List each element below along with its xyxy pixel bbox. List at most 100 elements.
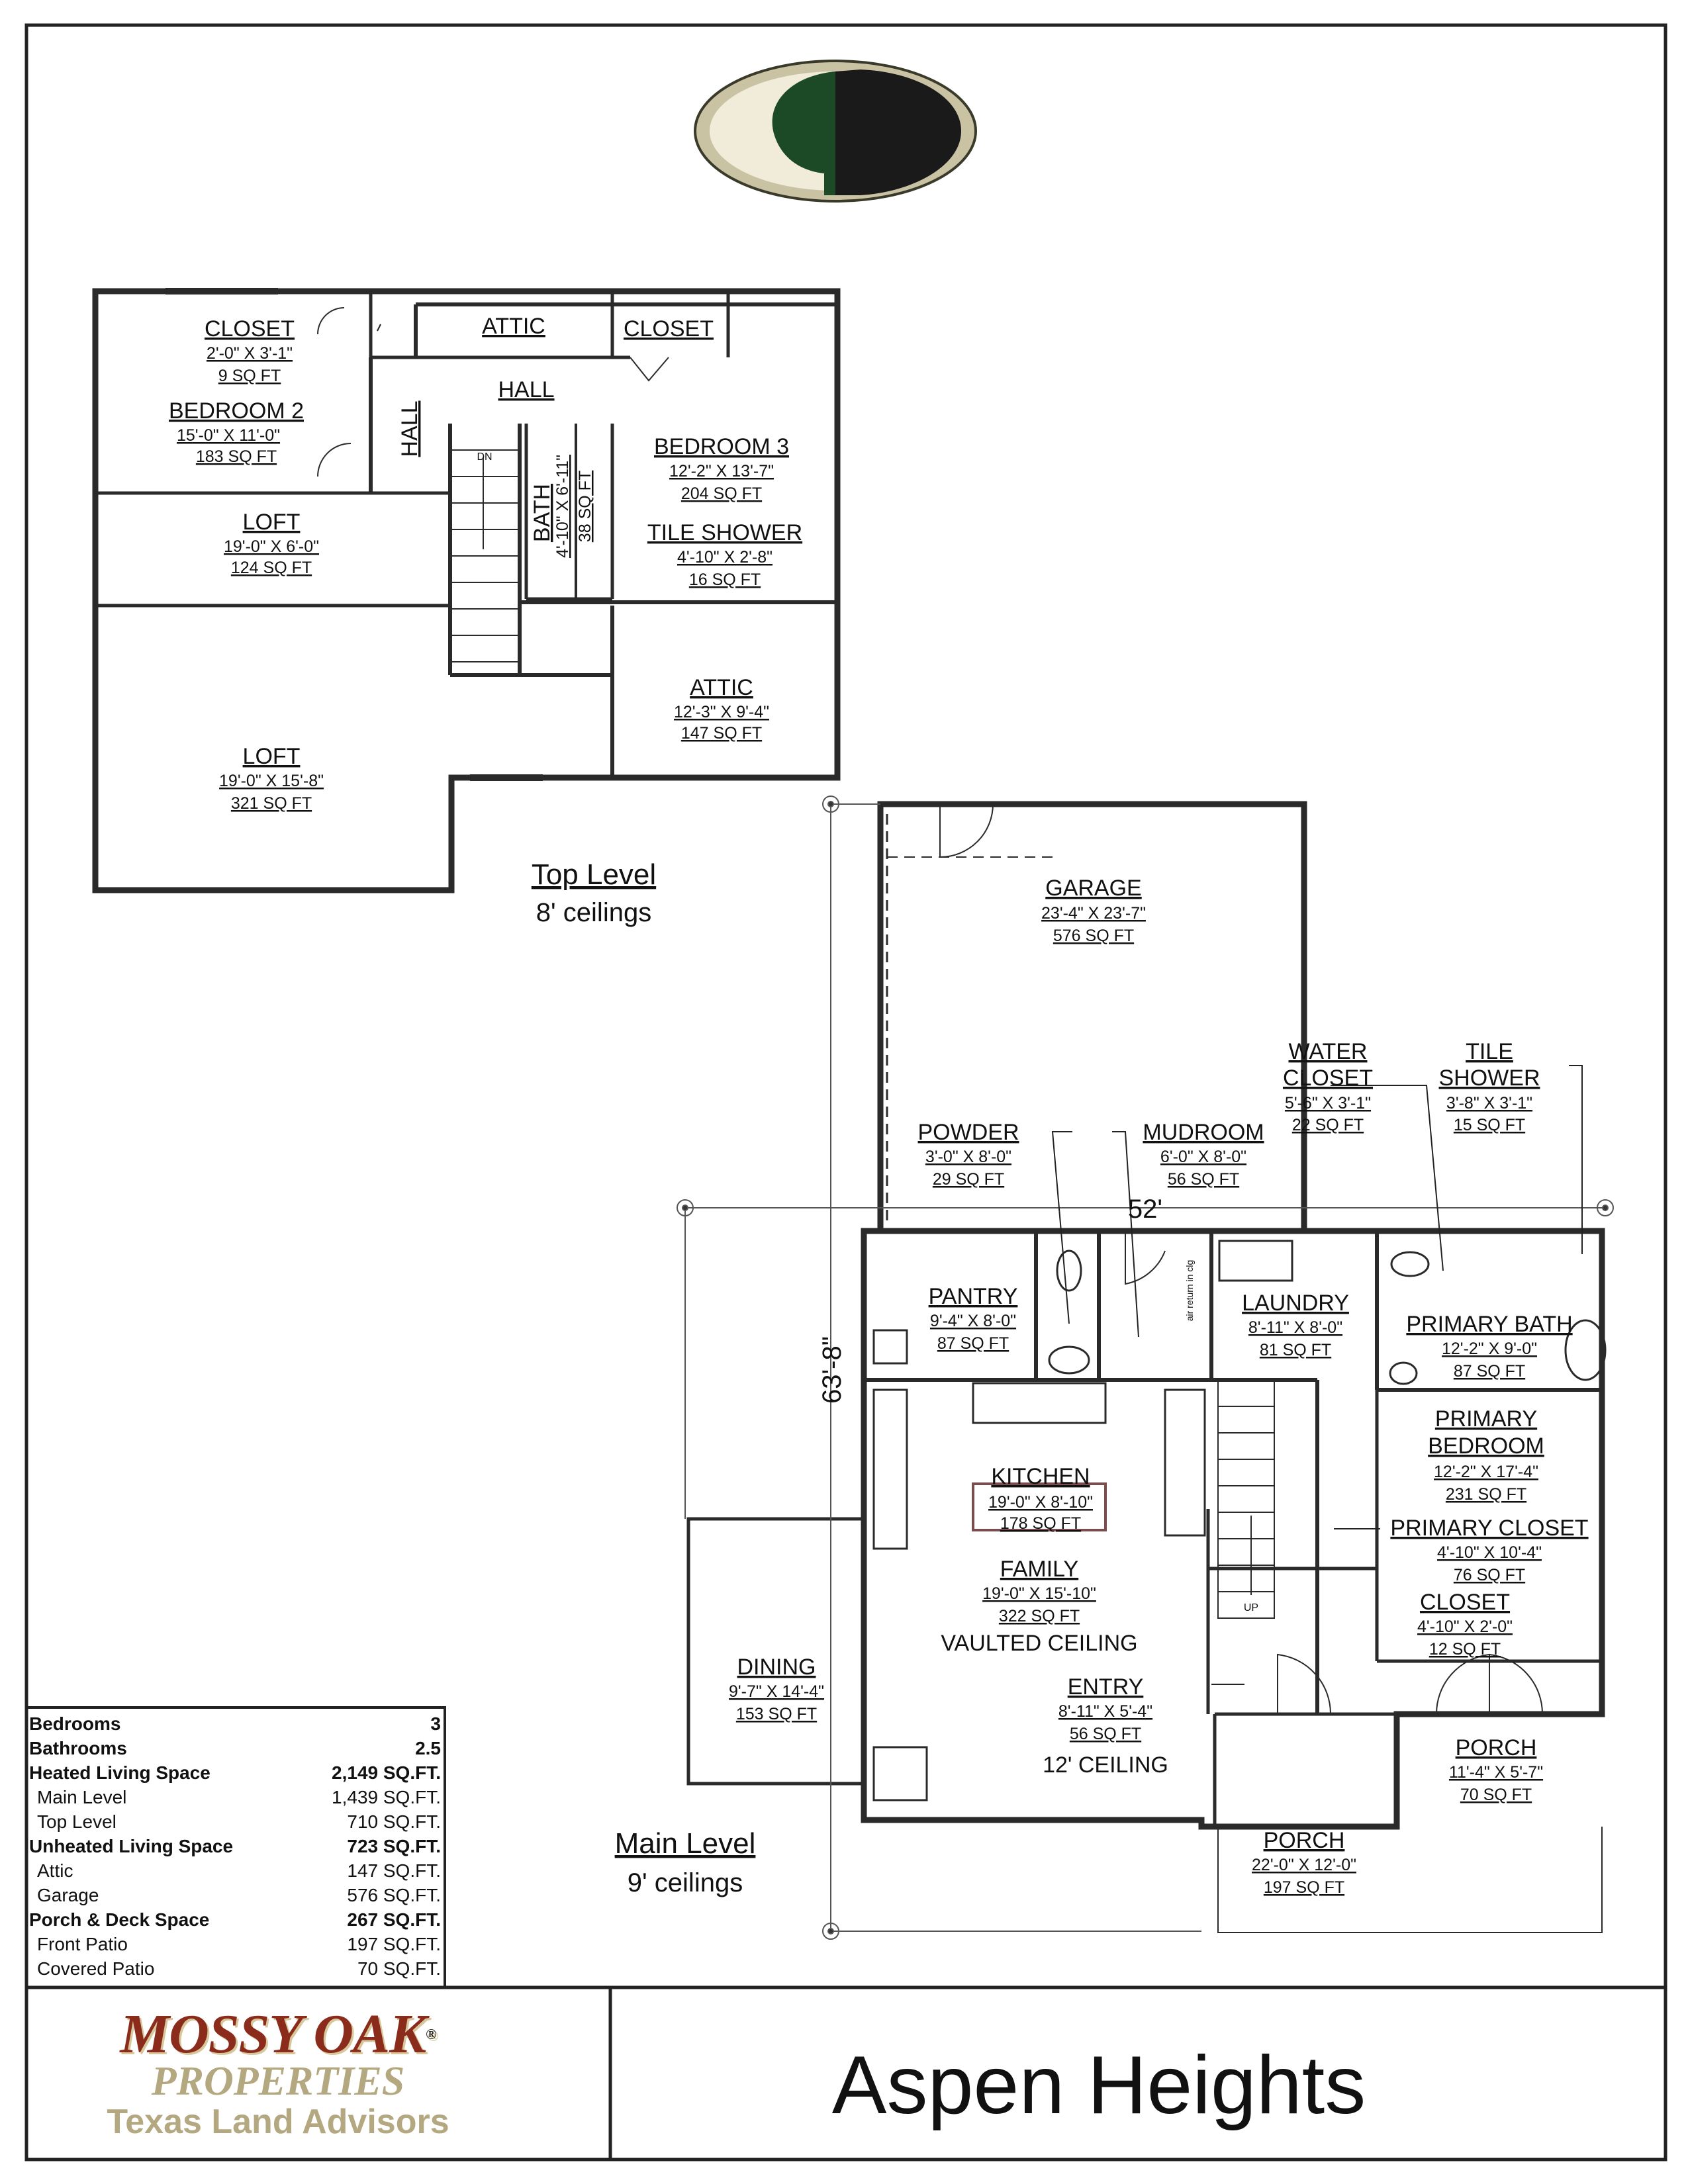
stats-label: Heated Living Space <box>29 1762 211 1783</box>
powder-area: 29 SQ FT <box>933 1170 1004 1189</box>
top-tile-shower-name: TILE SHOWER <box>647 520 802 545</box>
porch-large-dim: 22'-0" X 12'-0" <box>1252 1856 1356 1874</box>
brand-line-2: PROPERTIES <box>151 2059 405 2104</box>
stats-row: Bathrooms 2.5 <box>29 1736 441 1760</box>
stats-value: 723 SQ.FT. <box>347 1836 441 1856</box>
dining-name: DINING <box>737 1655 816 1680</box>
stats-value: 147 SQ.FT. <box>347 1860 441 1881</box>
top-tile-shower-dim: 4'-10" X 2'-8" <box>677 548 773 567</box>
plan-title: Aspen Heights <box>831 2040 1366 2131</box>
powder-name: POWDER <box>918 1120 1019 1145</box>
primary-bedroom-dim: 12'-2" X 17'-4" <box>1434 1463 1538 1481</box>
water-closet-name-2: CLOSET <box>1283 1066 1373 1091</box>
air-return-note: air return in clg <box>1184 1260 1195 1322</box>
main-tile-shower-area: 15 SQ FT <box>1454 1116 1525 1134</box>
porch-small-name: PORCH <box>1456 1735 1537 1760</box>
stats-label: Porch & Deck Space <box>29 1909 210 1930</box>
top-hall-label: HALL <box>498 377 554 402</box>
closet-dim: 4'-10" X 2'-0" <box>1417 1617 1513 1636</box>
stats-row: Top Level 710 SQ.FT. <box>29 1809 441 1834</box>
stats-label: Bedrooms <box>29 1713 121 1734</box>
depth-dimension: 63'-8" <box>818 1336 847 1404</box>
stats-value: 2.5 <box>415 1738 441 1758</box>
water-closet-area: 22 SQ FT <box>1292 1116 1364 1134</box>
primary-closet-dim: 4'-10" X 10'-4" <box>1437 1543 1542 1562</box>
stats-label: Attic <box>37 1860 73 1881</box>
top-closet-area: 9 SQ FT <box>218 367 281 385</box>
stats-value: 2,149 SQ.FT. <box>332 1762 441 1783</box>
porch-large-area: 197 SQ FT <box>1264 1878 1344 1897</box>
pantry-area: 87 SQ FT <box>937 1334 1009 1353</box>
registered-mark: ® <box>426 2026 436 2042</box>
closet-name: CLOSET <box>1420 1590 1510 1615</box>
top-bath-name: BATH <box>530 484 555 542</box>
closet-area: 12 SQ FT <box>1429 1640 1501 1659</box>
primary-bath-area: 87 SQ FT <box>1454 1362 1525 1381</box>
leader-arrows <box>377 324 1583 1685</box>
pantry-name: PANTRY <box>929 1284 1018 1309</box>
porch-large-name: PORCH <box>1264 1828 1345 1853</box>
bedroom-3-dim: 12'-2" X 13'-7" <box>669 462 774 480</box>
water-closet-name-1: WATER <box>1289 1039 1368 1064</box>
stats-row: Covered Patio 70 SQ.FT. <box>29 1956 441 1981</box>
stats-label: Main Level <box>37 1787 127 1807</box>
loft-small-area: 124 SQ FT <box>231 559 312 577</box>
loft-small-name: LOFT <box>243 510 301 535</box>
main-tile-shower-name-2: SHOWER <box>1439 1066 1540 1091</box>
attic-name: ATTIC <box>690 675 753 700</box>
primary-bedroom-name-2: BEDROOM <box>1428 1433 1544 1459</box>
top-bath-dim: 4'-10" X 6'-11" <box>553 455 572 558</box>
entry-area: 56 SQ FT <box>1070 1725 1141 1743</box>
entry-name: ENTRY <box>1068 1674 1144 1700</box>
main-level-ceiling: 9' ceilings <box>628 1868 743 1897</box>
top-attic-label: ATTIC <box>482 314 545 339</box>
entry-dim: 8'-11" X 5'-4" <box>1058 1702 1152 1721</box>
stair-up-label: UP <box>1244 1602 1258 1614</box>
brand-name: MOSSY OAK <box>120 2003 426 2065</box>
mudroom-name: MUDROOM <box>1143 1120 1264 1145</box>
garage-dim: 23'-4" X 23'-7" <box>1041 904 1146 923</box>
stats-label: Covered Patio <box>37 1958 155 1979</box>
bedroom-2-area: 183 SQ FT <box>196 447 277 466</box>
attic-area: 147 SQ FT <box>681 724 762 743</box>
stats-row: Heated Living Space 2,149 SQ.FT. <box>29 1760 441 1785</box>
stats-value: 1,439 SQ.FT. <box>332 1787 441 1807</box>
main-tile-shower-name-1: TILE <box>1466 1039 1513 1064</box>
stats-row: Attic 147 SQ.FT. <box>29 1858 441 1883</box>
top-bath-area: 38 SQ FT <box>576 471 594 542</box>
stats-value: 3 <box>430 1713 441 1734</box>
laundry-name: LAUNDRY <box>1242 1291 1349 1316</box>
top-hall-vertical-label: HALL <box>397 400 422 457</box>
water-closet-dim: 5'-6" X 3'-1" <box>1285 1094 1371 1113</box>
stats-label: Unheated Living Space <box>29 1836 234 1856</box>
stats-label: Top Level <box>37 1811 117 1832</box>
family-ceiling-note: VAULTED CEILING <box>941 1631 1137 1656</box>
dimension-lines <box>677 796 1614 1940</box>
powder-dim: 3'-0" X 8'-0" <box>925 1148 1011 1166</box>
dining-dim: 9'-7" X 14'-4" <box>729 1682 824 1701</box>
kitchen-area: 178 SQ FT <box>1000 1514 1081 1533</box>
loft-large-area: 321 SQ FT <box>231 794 312 813</box>
stats-label: Bathrooms <box>29 1738 127 1758</box>
laundry-dim: 8'-11" X 8'-0" <box>1248 1318 1342 1337</box>
dining-area: 153 SQ FT <box>736 1705 817 1723</box>
mossy-oak-logo <box>694 60 977 203</box>
top-closet-name: CLOSET <box>205 316 295 341</box>
stats-value: 710 SQ.FT. <box>347 1811 441 1832</box>
stats-value: 197 SQ.FT. <box>347 1934 441 1954</box>
brand-line-1: MOSSY OAK® <box>66 2005 490 2064</box>
mudroom-area: 56 SQ FT <box>1168 1170 1239 1189</box>
brand-line-3: Texas Land Advisors <box>107 2103 449 2141</box>
primary-bath-dim: 12'-2" X 9'-0" <box>1442 1340 1537 1358</box>
stats-value: 70 SQ.FT. <box>357 1958 441 1979</box>
stats-row: Bedrooms 3 <box>29 1711 441 1736</box>
brand-block: MOSSY OAK® PROPERTIES Texas Land Advisor… <box>66 2005 490 2142</box>
loft-large-dim: 19'-0" X 15'-8" <box>219 772 324 790</box>
top-level-name: Top Level <box>532 858 656 891</box>
kitchen-name: KITCHEN <box>991 1464 1090 1489</box>
main-level-name: Main Level <box>615 1827 756 1860</box>
